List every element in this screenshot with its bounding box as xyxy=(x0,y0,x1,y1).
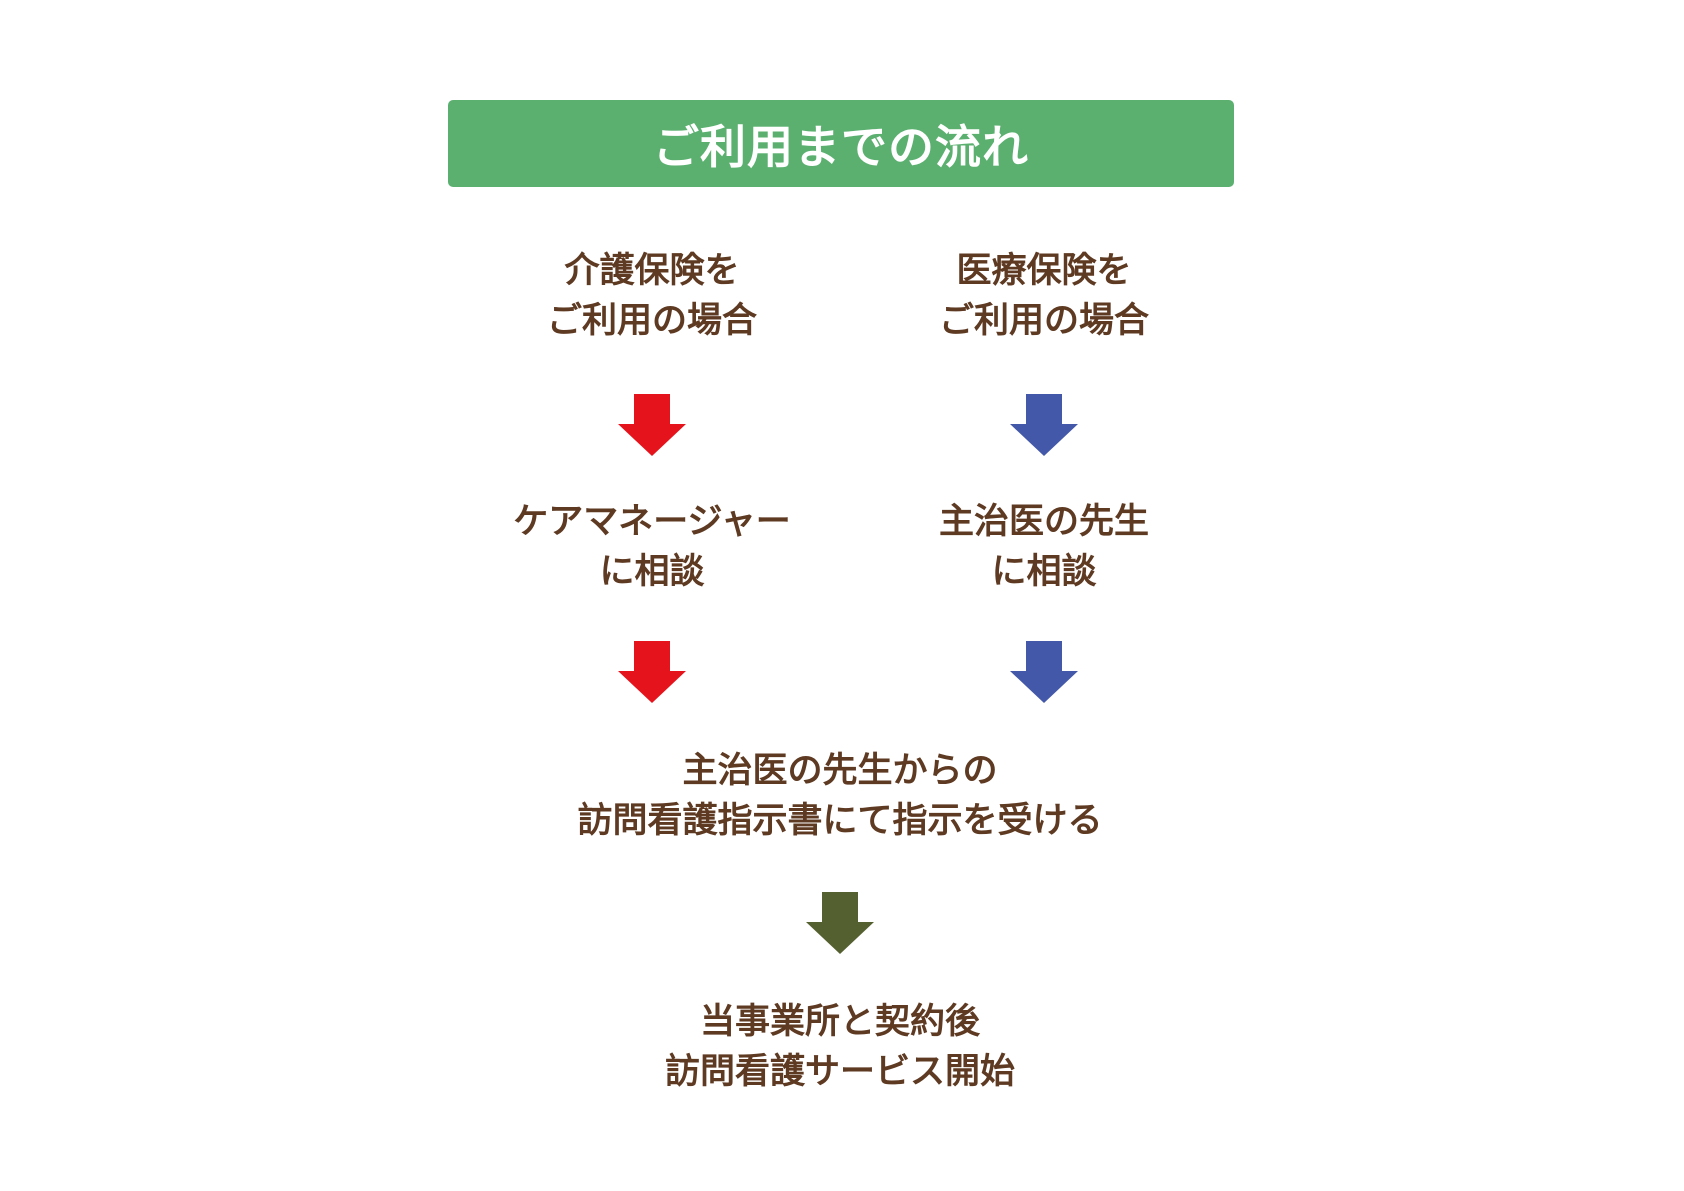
down-arrow-blue-icon xyxy=(1010,394,1078,456)
text-line: ご利用の場合 xyxy=(546,301,758,341)
medical-insurance-step: 医療保険を ご利用の場合 xyxy=(939,246,1149,346)
text-line: 訪問看護サービス開始 xyxy=(664,1052,1016,1092)
down-arrow-blue-icon xyxy=(1010,641,1078,703)
down-arrow-red-icon xyxy=(618,641,686,703)
down-arrow-red-icon xyxy=(618,394,686,456)
text-line: ケアマネージャー xyxy=(513,502,791,542)
text-line: に相談 xyxy=(599,552,705,592)
doctor-consult-step: 主治医の先生 に相談 xyxy=(939,497,1149,597)
page-title: ご利用までの流れ xyxy=(653,119,1029,174)
text-line: ご利用の場合 xyxy=(938,301,1150,341)
text-line: 介護保険を xyxy=(564,251,740,291)
care-insurance-step: 介護保険を ご利用の場合 xyxy=(547,246,757,346)
care-manager-step: ケアマネージャー に相談 xyxy=(513,497,791,597)
text-line: 訪問看護指示書にて指示を受ける xyxy=(577,801,1103,841)
text-line: に相談 xyxy=(991,552,1097,592)
instruction-step: 主治医の先生からの 訪問看護指示書にて指示を受ける xyxy=(577,746,1102,846)
down-arrow-green-icon xyxy=(806,892,874,954)
text-line: 主治医の先生からの xyxy=(682,751,998,791)
service-start-step: 当事業所と契約後 訪問看護サービス開始 xyxy=(665,997,1015,1097)
text-line: 主治医の先生 xyxy=(938,502,1150,542)
title-banner: ご利用までの流れ xyxy=(448,100,1234,187)
text-line: 医療保険を xyxy=(956,251,1132,291)
text-line: 当事業所と契約後 xyxy=(699,1002,981,1042)
